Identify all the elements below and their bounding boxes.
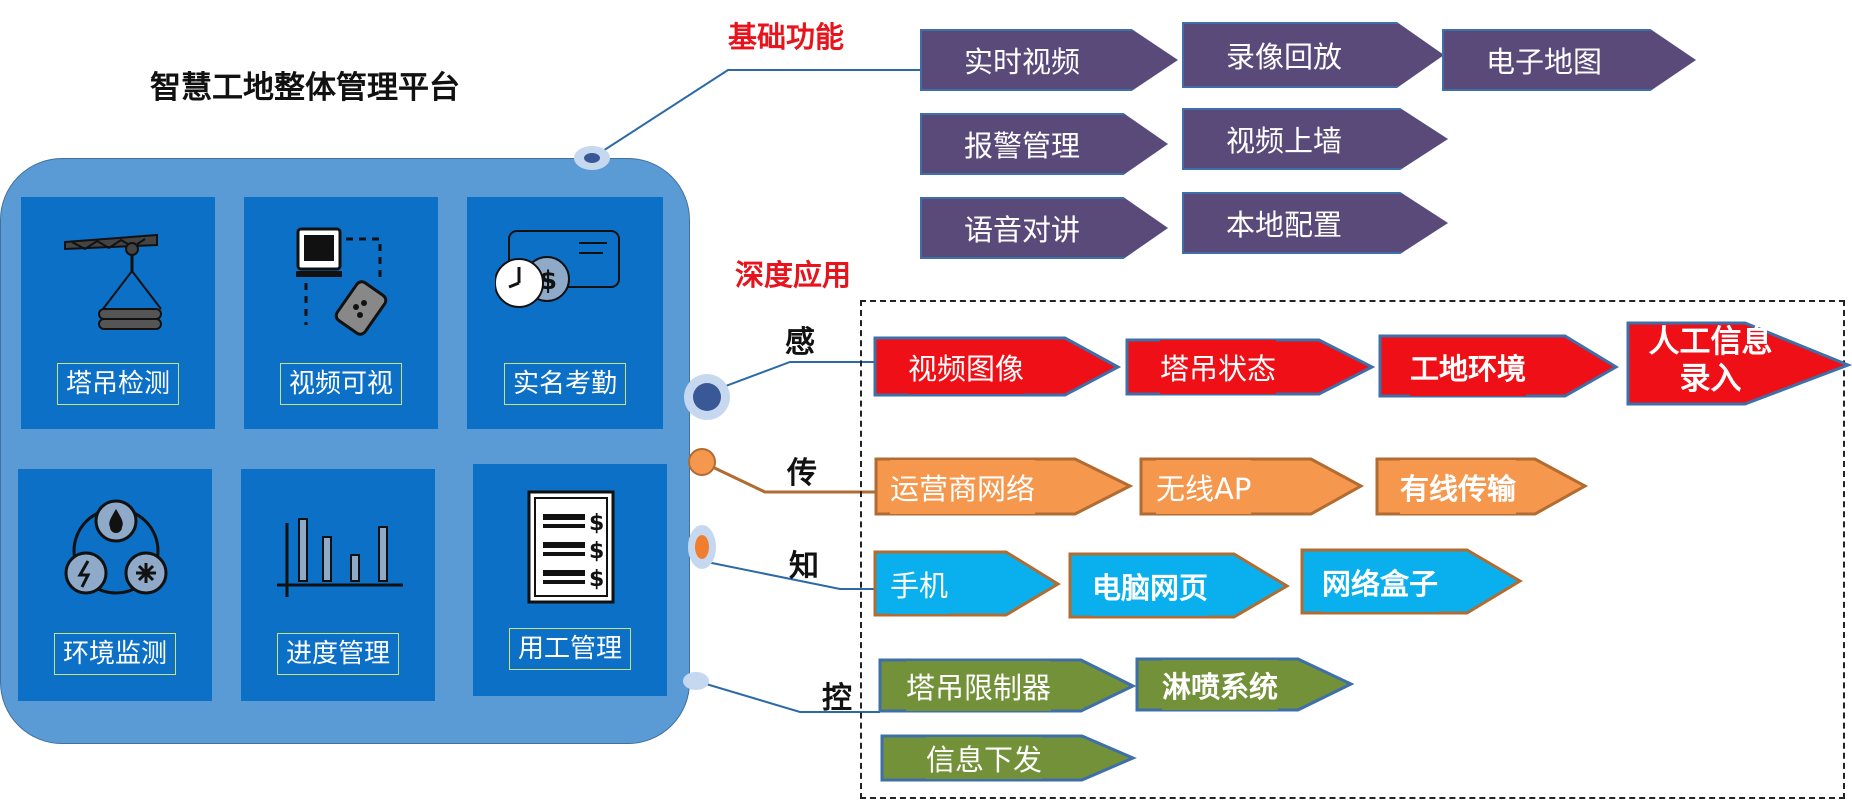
basic-function-arrow[interactable]: 视频上墙 (1182, 108, 1448, 170)
video-monitoring-icon (296, 227, 388, 336)
deep-application-frame (860, 300, 1845, 799)
connector-control (695, 680, 880, 713)
module-tile-tower-crane[interactable]: 塔吊检测 (21, 197, 215, 429)
module-tile-labor[interactable]: $ $ $ 用工管理 (473, 464, 667, 696)
svg-text:$: $ (589, 539, 604, 564)
tower-crane-icon (64, 233, 162, 330)
control-item-crane-limiter[interactable]: 塔吊限制器 (906, 661, 1052, 711)
svg-text:$: $ (539, 266, 557, 296)
basic-function-arrow[interactable]: 报警管理 (920, 113, 1168, 175)
sense-item-manual-info[interactable]: 人工信息 录入 (1648, 324, 1773, 397)
know-item-web[interactable]: 电脑网页 (1092, 556, 1209, 616)
bar-chart-icon (277, 518, 403, 597)
row-label-know: 知 (789, 549, 819, 584)
know-item-phone[interactable]: 手机 (890, 554, 949, 614)
sense-item-crane-status[interactable]: 塔吊状态 (1160, 340, 1277, 394)
section-deep-application: 深度应用 (735, 258, 852, 292)
svg-text:$: $ (589, 567, 604, 592)
basic-function-arrow[interactable]: 电子地图 (1442, 29, 1696, 91)
transmit-item-carrier-network[interactable]: 运营商网络 (890, 460, 1036, 514)
section-basic-functions: 基础功能 (728, 20, 845, 54)
basic-function-arrow[interactable]: 本地配置 (1182, 192, 1448, 254)
transmit-item-wireless-ap[interactable]: 无线AP (1156, 460, 1252, 514)
module-label: 用工管理 (508, 628, 632, 670)
module-label: 视频可视 (279, 363, 403, 405)
document-list-icon: $ $ $ (527, 490, 615, 604)
dot-control (683, 672, 709, 690)
module-tile-progress[interactable]: 进度管理 (241, 469, 435, 701)
row-label-sense: 感 (785, 325, 815, 360)
module-label: 环境监测 (53, 633, 177, 675)
module-tile-attendance[interactable]: $ 实名考勤 (467, 197, 663, 429)
basic-function-arrow[interactable]: 实时视频 (920, 29, 1178, 91)
basic-function-arrow[interactable]: 语音对讲 (920, 197, 1168, 259)
module-label: 实名考勤 (503, 363, 627, 405)
arrow-shape (1626, 321, 1852, 406)
transmit-item-wired[interactable]: 有线传输 (1400, 460, 1517, 514)
module-tile-video[interactable]: 视频可视 (244, 197, 438, 429)
attendance-clock-icon: $ (495, 230, 620, 308)
know-item-network-box[interactable]: 网络盒子 (1322, 552, 1439, 612)
sense-item-site-environment[interactable]: 工地环境 (1410, 338, 1527, 396)
environment-icon (64, 499, 168, 595)
connector-basic (591, 69, 920, 159)
connector-transmit (701, 460, 875, 494)
module-tile-environment[interactable]: 环境监测 (18, 469, 212, 701)
platform-panel: 塔吊检测 视频可视 $ 实名考勤 (0, 158, 690, 744)
row-label-control: 控 (822, 681, 852, 716)
control-item-spray-system[interactable]: 淋喷系统 (1162, 660, 1279, 710)
dot-transmit (688, 448, 716, 476)
row-label-transmit: 传 (787, 456, 817, 491)
page-title: 智慧工地整体管理平台 (150, 70, 460, 106)
connector-sense (706, 361, 875, 394)
control-item-info-dispatch[interactable]: 信息下发 (926, 737, 1043, 779)
module-label: 进度管理 (276, 633, 400, 675)
module-label: 塔吊检测 (56, 363, 180, 405)
svg-text:$: $ (589, 511, 604, 536)
basic-function-arrow[interactable]: 录像回放 (1182, 22, 1444, 88)
sense-item-video-image[interactable]: 视频图像 (908, 340, 1025, 394)
connector-know (701, 560, 875, 590)
